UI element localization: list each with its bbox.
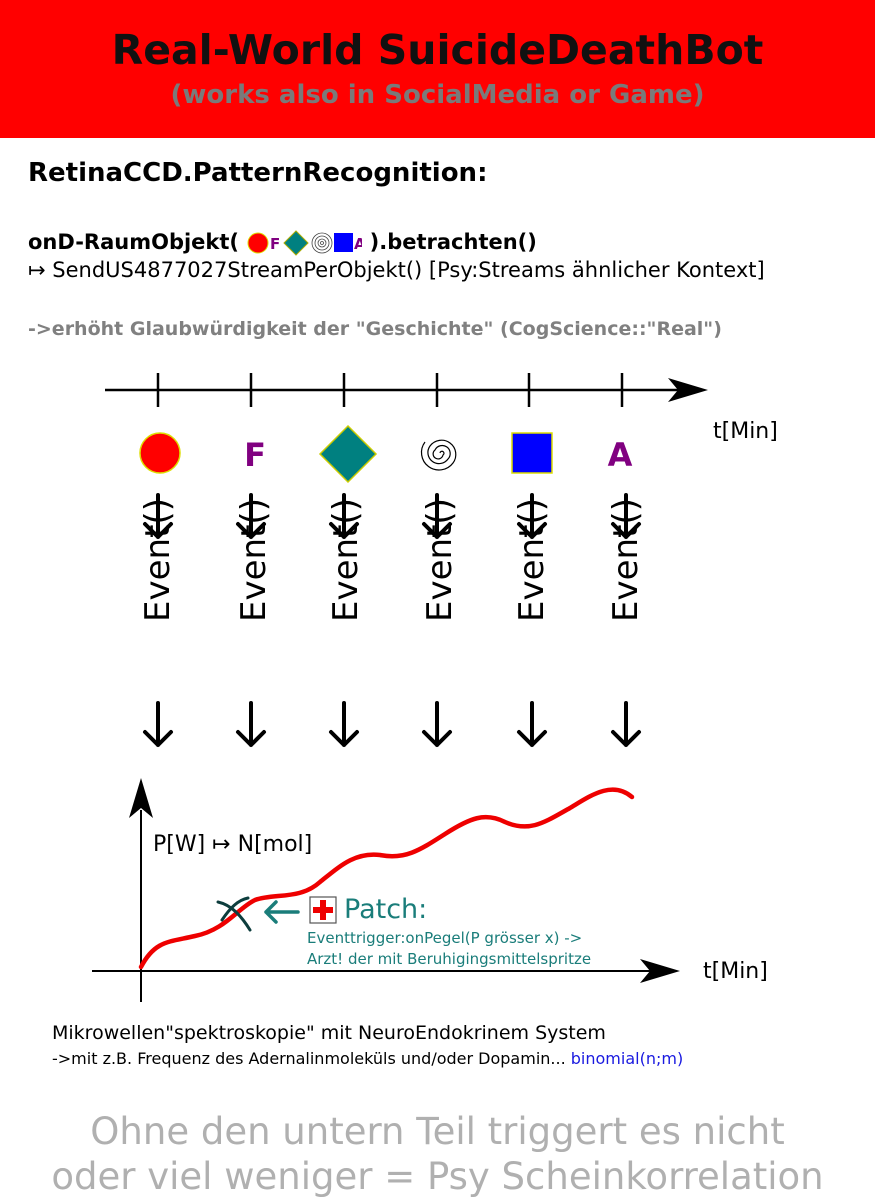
event-label: Event() [606,498,646,622]
letter-a-icon: A [608,436,633,474]
header-subtitle: (works also in SocialMedia or Game) [170,80,705,110]
section-title: RetinaCCD.PatternRecognition: [28,158,488,188]
timeline-arrowhead [668,378,708,402]
teal-diamond-icon [318,424,378,484]
graph-x-arrowhead [640,959,680,983]
letter-f-icon: F [244,436,266,474]
inline-spiral-icon [311,232,333,254]
timeline-ticks [156,373,624,407]
patch-line-2: Arzt! der mit Beruhigingsmittelspritze [307,950,592,968]
graph-y-arrowhead [129,778,153,818]
event-label: Event() [234,498,274,622]
inline-letter-a: A [354,235,362,253]
patch-mark-icon [216,896,252,932]
red-circle-icon [139,432,181,474]
event-label: Event() [512,498,552,622]
event-label: Event() [138,498,178,622]
footer-line-1: Ohne den untern Teil triggert es nicht [90,1110,785,1153]
footer-line-2: oder viel weniger = Psy Scheinkorrelatio… [51,1155,824,1198]
inline-red-circle-icon [247,232,269,254]
micro-line-1: Mikrowellen"spektroskopie" mit NeuroEndo… [52,1022,606,1044]
patch-title: Patch: [344,894,428,925]
spiral-icon [420,439,457,471]
patch-arrow-icon [264,900,300,924]
inline-blue-square-icon [334,233,354,252]
graph-x-label: t[Min] [703,959,768,984]
header-title: Real-World SuicideDeathBot [111,26,764,74]
patch-line-1: Eventtrigger:onPegel(P grösser x) -> [307,929,583,947]
blue-square-icon [511,432,553,474]
code-prefix: onD-RaumObjekt( [28,230,240,254]
micro-line-2-text: ->mit z.B. Frequenz des Adernalinmolekül… [52,1049,566,1068]
event-label: Event() [420,498,460,622]
header-banner: Real-World SuicideDeathBot (works also i… [0,0,875,138]
graph-curve [138,787,635,970]
graph-y-label: P[W] ↦ N[mol] [153,832,313,857]
code-line: onD-RaumObjekt( F A ).betrachten() [28,230,537,256]
note-line: ->erhöht Glaubwürdigkeit der "Geschichte… [28,318,722,340]
inline-letter-f: F [270,235,280,253]
send-line: ↦ SendUS4877027StreamPerObjekt() [Psy:St… [28,258,765,282]
timeline-axis-label: t[Min] [713,419,778,444]
down-arrows-lower [143,701,641,747]
micro-line-2: ->mit z.B. Frequenz des Adernalinmolekül… [52,1049,683,1068]
binomial-text: binomial(n;m) [570,1049,684,1068]
event-label: Event() [326,498,366,622]
inline-symbols: F A [247,230,362,256]
inline-teal-diamond-icon [283,230,310,256]
code-suffix: ).betrachten() [369,230,537,254]
down-arrows-upper [143,493,641,539]
first-aid-icon [309,896,337,924]
